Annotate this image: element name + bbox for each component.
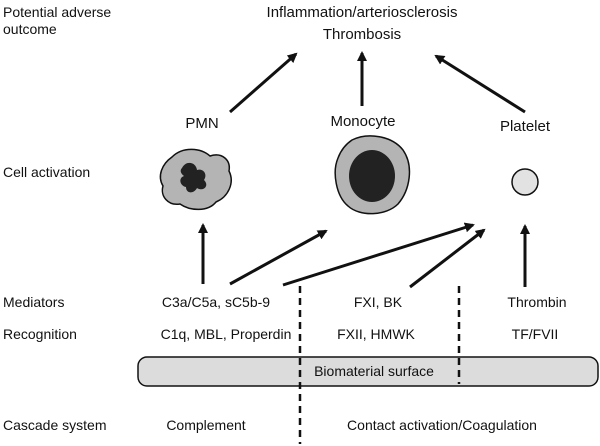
pmn-cell-icon [159,148,232,211]
mediator-contact: FXI, BK [354,294,403,310]
arrow-pmn-to-outcome [229,52,298,114]
arrow-complement-to-monocyte [229,229,328,286]
row-label-recognition: Recognition [3,326,77,342]
cell-label-pmn: PMN [185,115,218,132]
mediator-complement: C3a/C5a, sC5b-9 [162,294,270,310]
outcome-inflammation: Inflammation/arteriosclerosis [267,4,458,21]
cascade-complement: Complement [166,417,245,433]
recognition-contact: FXII, HMWK [337,326,415,342]
outcome-thrombosis: Thrombosis [323,26,401,43]
row-label-outcome-line2: outcome [3,21,57,37]
row-label-outcome-line1: Potential adverse [3,4,111,20]
row-label-cell-activation: Cell activation [3,164,90,180]
row-label-cascade: Cascade system [3,417,106,433]
platelet-cell-icon [511,168,539,196]
cell-label-platelet: Platelet [500,118,551,135]
cell-label-monocyte: Monocyte [330,113,395,130]
arrow-complement-to-platelet [282,222,475,287]
biomaterial-surface-label: Biomaterial surface [314,363,434,379]
mediator-coagulation: Thrombin [507,294,566,310]
recognition-coagulation: TF/FVII [512,326,559,342]
arrow-contact-to-platelet [409,228,486,289]
biomaterial-surface-bar [137,356,599,387]
cascade-contact-coagulation: Contact activation/Coagulation [347,417,537,433]
monocyte-cell-icon [334,135,411,215]
arrow-platelet-to-outcome [434,54,526,114]
recognition-complement: C1q, MBL, Properdin [161,326,292,342]
row-label-mediators: Mediators [3,294,64,310]
